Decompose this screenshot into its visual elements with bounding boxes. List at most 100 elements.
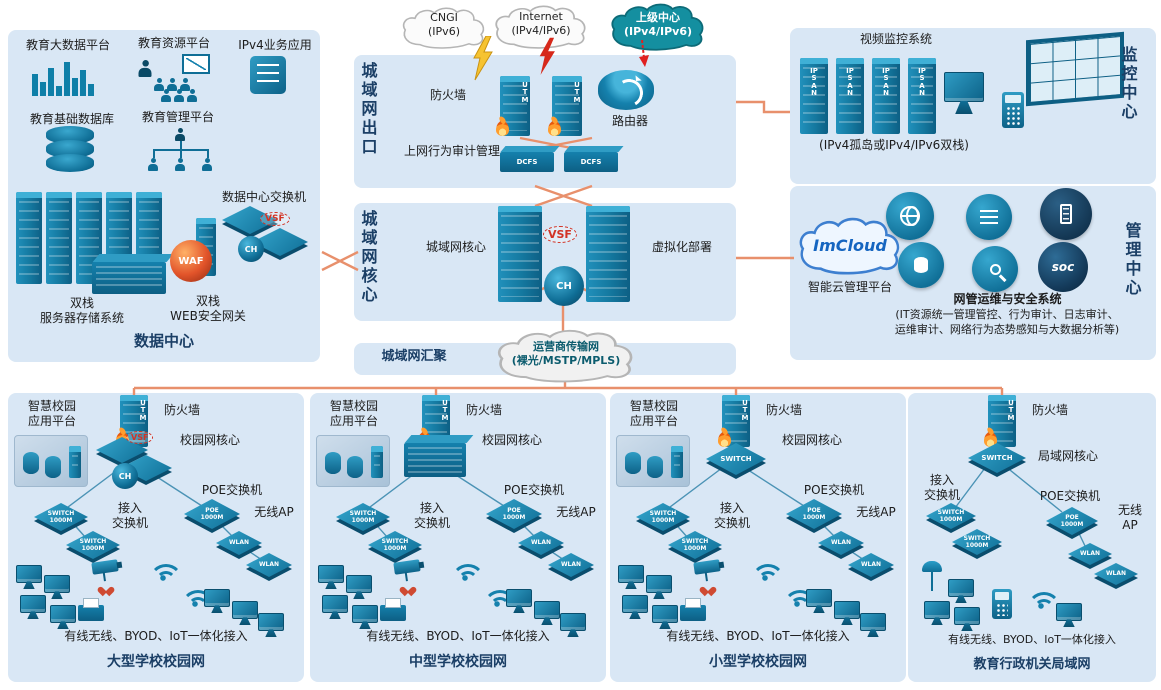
campus4-ap-label: 无线 AP xyxy=(1117,503,1142,532)
dome-camera-icon xyxy=(922,561,942,591)
campus1-access-label: 接入 交换机 xyxy=(111,501,148,530)
lightning-yellow-icon xyxy=(473,36,493,81)
campus3-poe-label: POE交换机 xyxy=(803,483,865,497)
keypad-phone-icon xyxy=(992,589,1012,619)
campus1-ap-icon: WLAN xyxy=(246,553,292,577)
campus4-access-switch-icon: SWITCH 1000M xyxy=(952,529,1002,555)
db-glyph xyxy=(914,257,928,273)
campus2-ap-icon: WLAN xyxy=(518,531,564,555)
wifi-signal-icon xyxy=(448,561,482,591)
utm-firewall-icon: UTM xyxy=(496,76,530,136)
campus4-core-switch-icon: SWITCH xyxy=(968,443,1026,473)
pc-icon xyxy=(560,613,586,637)
mgmt-center-title: 管理中心 xyxy=(1125,221,1142,297)
campus1-vsf-badge: VSF xyxy=(126,431,154,444)
globe-glyph xyxy=(900,206,920,226)
pc-icon xyxy=(806,589,832,613)
campus4-access-switch-icon: SWITCH 1000M xyxy=(926,503,976,529)
campus1-ap-icon: WLAN xyxy=(216,531,262,555)
ch-sphere: CH xyxy=(544,266,584,306)
carrier-cloud-label: 运营商传输网 (裸光/MSTP/MPLS) xyxy=(511,340,621,368)
wifi-signal-icon xyxy=(1024,589,1058,617)
cngi-cloud xyxy=(402,7,485,49)
campus2-access-switch-icon: SWITCH 1000M xyxy=(368,531,422,559)
flame-icon xyxy=(548,121,561,136)
database-stack-icon xyxy=(46,126,94,174)
label-resource-platform: 教育资源平台 xyxy=(137,36,210,50)
wifi-signal-icon xyxy=(748,561,782,591)
label-base-database: 教育基础数据库 xyxy=(29,112,114,126)
campus4-title: 教育行政机关局域网 xyxy=(973,657,1091,672)
pc-icon xyxy=(954,607,980,631)
pc-icon xyxy=(652,605,678,629)
campus4-firewall-label: 防火墙 xyxy=(1031,403,1068,417)
campus1-ap-label: 无线AP xyxy=(254,505,294,519)
man-exit-title: 城域网出口 xyxy=(361,61,378,156)
pc-icon xyxy=(44,575,70,599)
mini-server-icon xyxy=(671,446,683,478)
lightning-red-icon xyxy=(539,37,555,75)
printer-icon xyxy=(380,598,406,621)
campus3-platform-icon xyxy=(616,435,690,487)
campus2-platform-icon xyxy=(316,435,390,487)
campus1-ch-sphere: CH xyxy=(112,463,138,489)
campus2-ap-label: 无线AP xyxy=(556,505,596,519)
pc-icon xyxy=(1056,603,1082,627)
campus1-platform-icon xyxy=(14,435,88,487)
campus2-ap-icon: WLAN xyxy=(548,553,594,577)
pc-icon xyxy=(50,605,76,629)
campus2-core-switch-icon xyxy=(404,443,466,477)
label-web-gateway: 双栈 WEB安全网关 xyxy=(170,294,246,323)
core-tower-icon xyxy=(498,206,542,302)
server-rack-icon xyxy=(16,192,42,284)
campus3-note: 有线无线、BYOD、IoT一体化接入 xyxy=(666,629,850,643)
internet-cloud xyxy=(495,5,586,49)
server-glyph xyxy=(1060,204,1072,224)
video-wall-icon xyxy=(1026,31,1124,107)
wifi-signal-icon xyxy=(146,561,180,591)
campus2-platform-label: 智慧校园 应用平台 xyxy=(329,399,378,428)
campus2-title: 中型学校校园网 xyxy=(409,654,507,670)
campus3-firewall-label: 防火墙 xyxy=(765,403,802,417)
campus3-access-switch-icon: SWITCH 1000M xyxy=(668,531,722,559)
campus2-access-label: 接入 交换机 xyxy=(413,501,450,530)
pc-icon xyxy=(20,595,46,619)
pc-icon xyxy=(346,575,372,599)
cngi-cloud-label: CNGI (IPv6) xyxy=(428,11,460,39)
ch-sphere: CH xyxy=(238,236,264,262)
app-server-icon xyxy=(250,56,286,94)
pc-icon xyxy=(204,589,230,613)
label-ipv4-app: IPv4业务应用 xyxy=(238,38,312,52)
iot-health-icon xyxy=(402,583,414,594)
campus1-access-switch-icon: SWITCH 1000M xyxy=(66,531,120,559)
campus3-ap-icon: WLAN xyxy=(848,553,894,577)
label-audit: 上网行为审计管理 xyxy=(403,144,500,158)
utm-label: UTM xyxy=(521,81,529,104)
upper-center-cloud-label: 上级中心 (IPv4/IPv6) xyxy=(623,11,693,39)
internet-cloud-label: Internet (IPv4/IPv6) xyxy=(511,10,571,38)
campus2-note: 有线无线、BYOD、IoT一体化接入 xyxy=(366,629,550,643)
campus2-access-switch-icon: SWITCH 1000M xyxy=(336,503,390,531)
label-dc-switch: 数据中心交换机 xyxy=(221,190,306,204)
pc-icon xyxy=(232,601,258,625)
label-firewall: 防火墙 xyxy=(429,88,466,102)
campus1-access-switch-icon: SWITCH 1000M xyxy=(34,503,88,531)
inspect-icon xyxy=(972,246,1018,292)
presenter-icon xyxy=(139,60,152,77)
database-audit-icon xyxy=(898,242,944,288)
label-virtualization: 虚拟化部署 xyxy=(651,240,712,254)
waf-gateway-icon: WAF xyxy=(170,240,212,282)
printer-icon xyxy=(680,598,706,621)
campus4-ap-icon: WLAN xyxy=(1094,563,1138,585)
globe-monitor-icon xyxy=(886,192,934,240)
mini-server-icon xyxy=(371,446,383,478)
man-agg-label: 城域网汇聚 xyxy=(381,349,447,364)
campus2-core-label: 校园网核心 xyxy=(481,433,542,447)
audit-appliance-icon: DCFS xyxy=(500,152,554,172)
campus3-ap-icon: WLAN xyxy=(818,531,864,555)
campus4-note: 有线无线、BYOD、IoT一体化接入 xyxy=(948,633,1116,646)
pc-icon xyxy=(924,601,950,625)
server-mgmt-icon xyxy=(1040,188,1092,240)
dashed-arrow-icon xyxy=(639,40,649,67)
workstation-icon xyxy=(944,72,984,114)
